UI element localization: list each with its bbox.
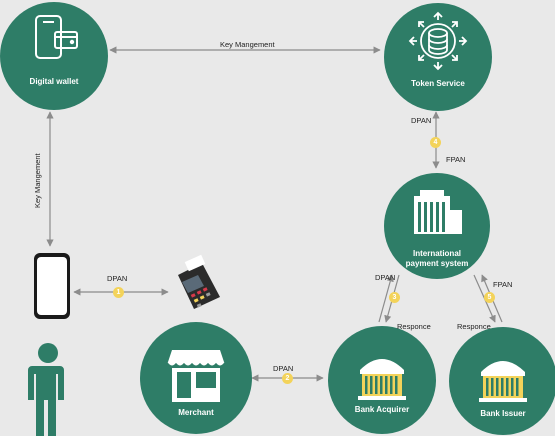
database-expand-icon	[408, 11, 468, 71]
edge-label-merchant-acquirer: DPAN	[273, 364, 294, 373]
node-international-payment-system	[384, 173, 490, 279]
bank-icon	[358, 359, 406, 400]
bank-issuer-label: Bank Issuer	[480, 409, 526, 418]
bank-acquirer-label: Bank Acquirer	[354, 405, 410, 414]
edge-label-wallet-phone: Key Mangement	[33, 153, 42, 208]
edge-label-ips-issuer-up: FPAN	[493, 280, 513, 289]
node-digital-wallet	[0, 2, 108, 110]
edge-label-phone-pos: DPAN	[107, 274, 128, 283]
edge-label-ips-issuer-down: Responce	[457, 322, 491, 331]
edge-label-ips-token-down: FPAN	[446, 155, 466, 164]
edge-label-acquirer-ips-down: Responce	[397, 322, 431, 331]
node-token-service	[384, 3, 492, 111]
step-badge-5: 5	[484, 292, 495, 303]
node-bank-issuer	[449, 327, 555, 435]
node-merchant	[140, 322, 252, 434]
bank-icon	[479, 361, 527, 402]
edge-label-acquirer-ips-up: DPAN	[375, 273, 396, 282]
step-badge-4: 4	[430, 137, 441, 148]
digital-wallet-label: Digital wallet	[29, 77, 79, 86]
smartphone-icon	[34, 253, 70, 319]
step-badge-2: 2	[282, 373, 293, 384]
person-icon	[28, 343, 64, 436]
pos-terminal-icon	[178, 254, 220, 309]
step-badge-3: 3	[389, 292, 400, 303]
international-payment-system-label: International payment system	[405, 249, 469, 268]
token-service-label: Token Service	[411, 79, 465, 88]
phone-wallet-icon	[35, 15, 78, 59]
edge-label-ips-token-up: DPAN	[411, 116, 432, 125]
step-badge-1: 1	[113, 287, 124, 298]
edge-label-wallet-token: Key Mangement	[220, 40, 275, 49]
merchant-label: Merchant	[178, 408, 214, 417]
storefront-icon	[167, 350, 225, 402]
node-bank-acquirer	[328, 326, 436, 434]
office-building-icon	[414, 190, 462, 234]
